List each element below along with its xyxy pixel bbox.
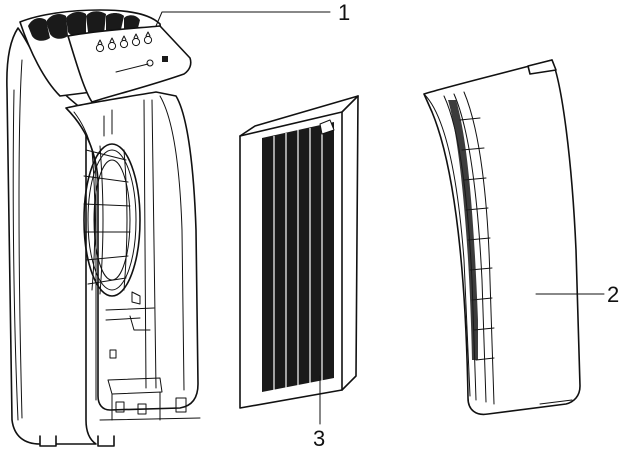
purifier-body	[6, 9, 201, 447]
callout-label-2: 2	[607, 282, 619, 307]
control-panel	[67, 25, 192, 103]
front-cover	[423, 59, 581, 416]
callout-label-1: 1	[338, 0, 350, 25]
callout-label-3: 3	[313, 426, 325, 451]
hepa-filter	[239, 95, 359, 409]
control-buttons	[95, 31, 168, 73]
callout-1: 1	[155, 0, 350, 27]
filter-tab	[319, 119, 335, 135]
callout-2: 2	[535, 282, 619, 307]
filter-pleats	[273, 125, 323, 390]
fan	[83, 143, 141, 297]
callout-3: 3	[313, 375, 325, 451]
cover-vents	[448, 100, 495, 361]
